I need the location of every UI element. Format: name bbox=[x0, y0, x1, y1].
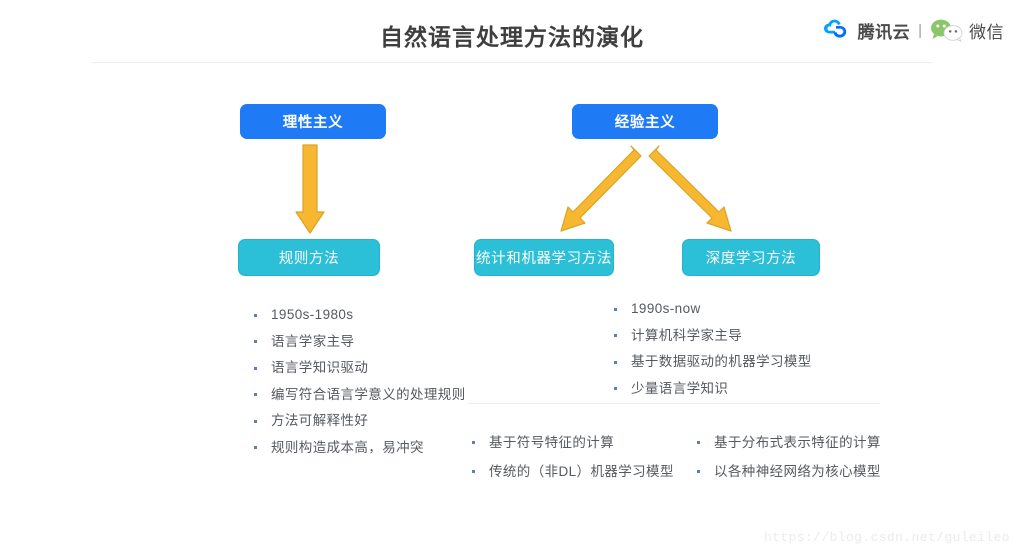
list-item: 以各种神经网络为核心模型 bbox=[695, 457, 881, 486]
tencent-cloud-label: 腾讯云 bbox=[857, 22, 911, 42]
list-item: 语言学知识驱动 bbox=[252, 355, 466, 382]
list-item: 方法可解释性好 bbox=[252, 408, 466, 435]
watermark: https://blog.csdn.net/guleileo bbox=[763, 530, 1010, 545]
tencent-cloud-icon bbox=[823, 19, 853, 41]
list-item: 1990s-now bbox=[612, 296, 812, 323]
list-item: 基于分布式表示特征的计算 bbox=[695, 428, 881, 457]
arrow-empiricism-to-deeplearning bbox=[648, 145, 732, 232]
list-item: 基于数据驱动的机器学习模型 bbox=[612, 349, 812, 376]
node-statistical-ml[interactable]: 统计和机器学习方法 bbox=[474, 239, 614, 276]
arrow-rationalism-to-rule bbox=[295, 144, 325, 234]
page-title: 自然语言处理方法的演化 bbox=[380, 24, 644, 50]
node-rule-based[interactable]: 规则方法 bbox=[238, 239, 380, 276]
node-deep-learning-label: 深度学习方法 bbox=[705, 251, 797, 267]
right-column-divider bbox=[468, 403, 880, 404]
brand-logos: 腾讯云 | 微信 bbox=[823, 15, 1004, 45]
list-item: 计算机科学家主导 bbox=[612, 323, 812, 350]
list-item: 传统的（非DL）机器学习模型 bbox=[470, 457, 674, 486]
list-item: 少量语言学知识 bbox=[612, 376, 812, 403]
node-empiricism[interactable]: 经验主义 bbox=[572, 104, 718, 139]
page-header: 自然语言处理方法的演化 腾讯云 | 微信 bbox=[0, 0, 1024, 63]
node-empiricism-label: 经验主义 bbox=[614, 115, 676, 131]
list-item: 编写符合语言学意义的处理规则 bbox=[252, 382, 466, 409]
node-rationalism[interactable]: 理性主义 bbox=[240, 104, 386, 139]
list-item: 1950s-1980s bbox=[252, 302, 466, 329]
node-deep-learning[interactable]: 深度学习方法 bbox=[682, 239, 820, 276]
wechat-icon bbox=[930, 18, 964, 43]
brand-divider: | bbox=[918, 21, 922, 39]
node-rationalism-label: 理性主义 bbox=[282, 115, 344, 131]
arrow-empiricism-to-statistical bbox=[560, 145, 642, 232]
list-statistical-detail-points: 基于符号特征的计算传统的（非DL）机器学习模型 bbox=[470, 428, 674, 486]
list-item: 基于符号特征的计算 bbox=[470, 428, 674, 457]
list-item: 语言学家主导 bbox=[252, 329, 466, 356]
header-divider bbox=[92, 62, 932, 63]
list-item: 规则构造成本高，易冲突 bbox=[252, 435, 466, 462]
wechat-label: 微信 bbox=[969, 22, 1004, 42]
list-deep-learning-detail-points: 基于分布式表示特征的计算以各种神经网络为核心模型 bbox=[695, 428, 881, 486]
node-statistical-ml-label: 统计和机器学习方法 bbox=[476, 251, 612, 267]
node-rule-based-label: 规则方法 bbox=[278, 251, 340, 267]
